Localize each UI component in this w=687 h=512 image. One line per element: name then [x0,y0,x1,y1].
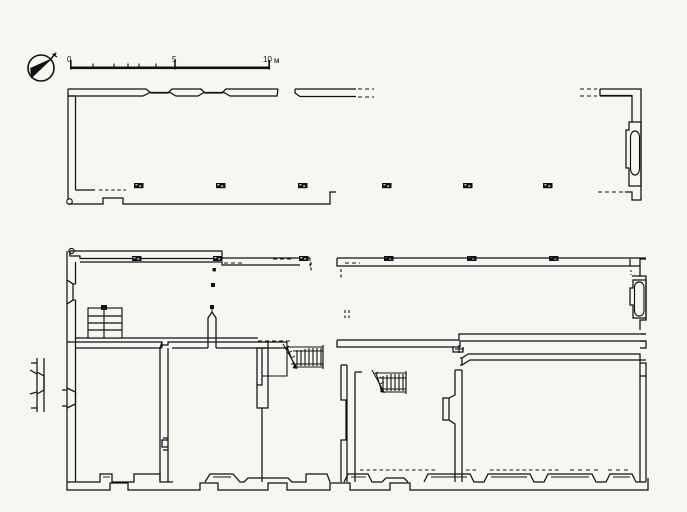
north-arrow-icon [27,52,58,82]
window-opening-marker [216,183,226,189]
scale-tick-10: 10 [263,55,272,64]
staircase [282,343,324,369]
window-opening-marker [382,183,392,189]
cross-mark [455,345,464,353]
scale-tick-5: 5 [172,55,177,64]
window-opening-marker [132,256,142,261]
window-opening-marker [213,256,223,261]
staircase [371,369,407,394]
window-opening-marker [299,256,309,261]
upper-floor-plan [66,88,642,205]
pier-mark [211,283,215,287]
scale-tick-0: 0 [67,55,72,64]
window-opening-marker [298,183,308,189]
window-opening-marker [463,183,473,189]
window-opening-marker [134,183,144,189]
window-opening-marker [543,183,553,189]
scale-unit-label: м [274,56,280,65]
stove-grid [87,305,123,339]
pier-mark [212,268,216,272]
scale-bar: 0 5 10 м [67,55,280,70]
